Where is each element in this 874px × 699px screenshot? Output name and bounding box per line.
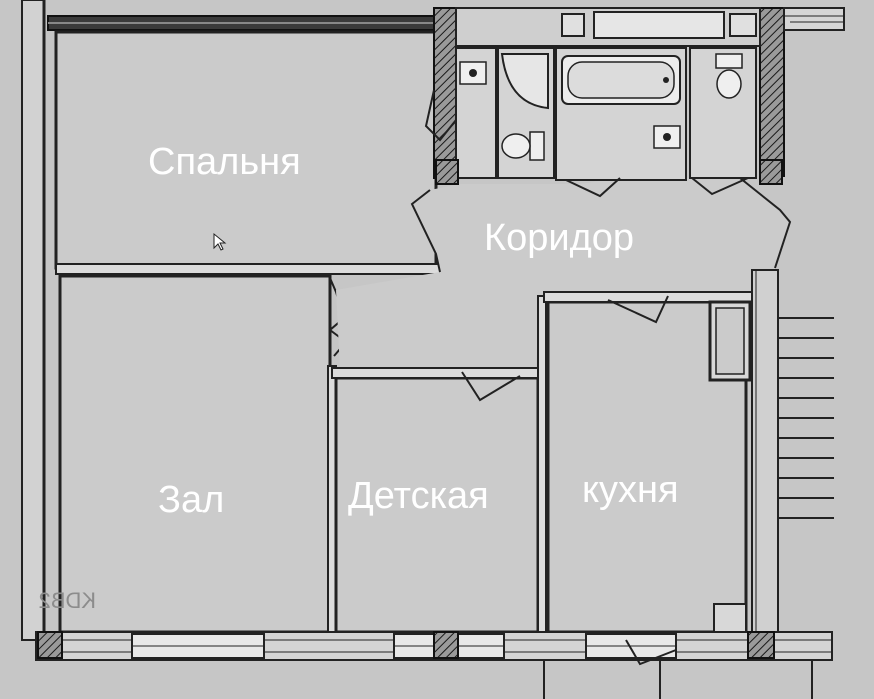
top-wall	[47, 15, 439, 31]
kitchen	[543, 291, 753, 634]
room-label-bedroom: Спальня	[148, 141, 301, 183]
bedroom	[54, 30, 438, 270]
corridor	[336, 177, 792, 378]
nursery-kitchen-wall	[537, 295, 547, 633]
room-label-hall: Зал	[158, 479, 224, 521]
nursery-door-icon	[461, 371, 521, 402]
shower-icon	[500, 53, 549, 110]
room-label-corridor: Коридор	[484, 217, 634, 259]
balcony	[751, 269, 834, 639]
kitchen-door-icon	[607, 295, 669, 324]
mirrored-watermark: KDB2	[39, 588, 96, 613]
cursor-icon	[213, 232, 227, 251]
toilet-icon-2	[715, 53, 743, 99]
sink-icon-2	[653, 125, 681, 149]
sink-icon	[459, 61, 487, 85]
bedroom-hall-wall	[55, 263, 441, 275]
toilet-icon	[501, 131, 545, 161]
room-label-nursery: Детская	[348, 475, 489, 517]
bathroom-block	[424, 7, 845, 198]
hall	[58, 274, 332, 634]
room-label-kitchen: кухня	[582, 469, 679, 511]
bottom-wall	[35, 631, 833, 699]
left-outer-wall	[21, 0, 46, 641]
